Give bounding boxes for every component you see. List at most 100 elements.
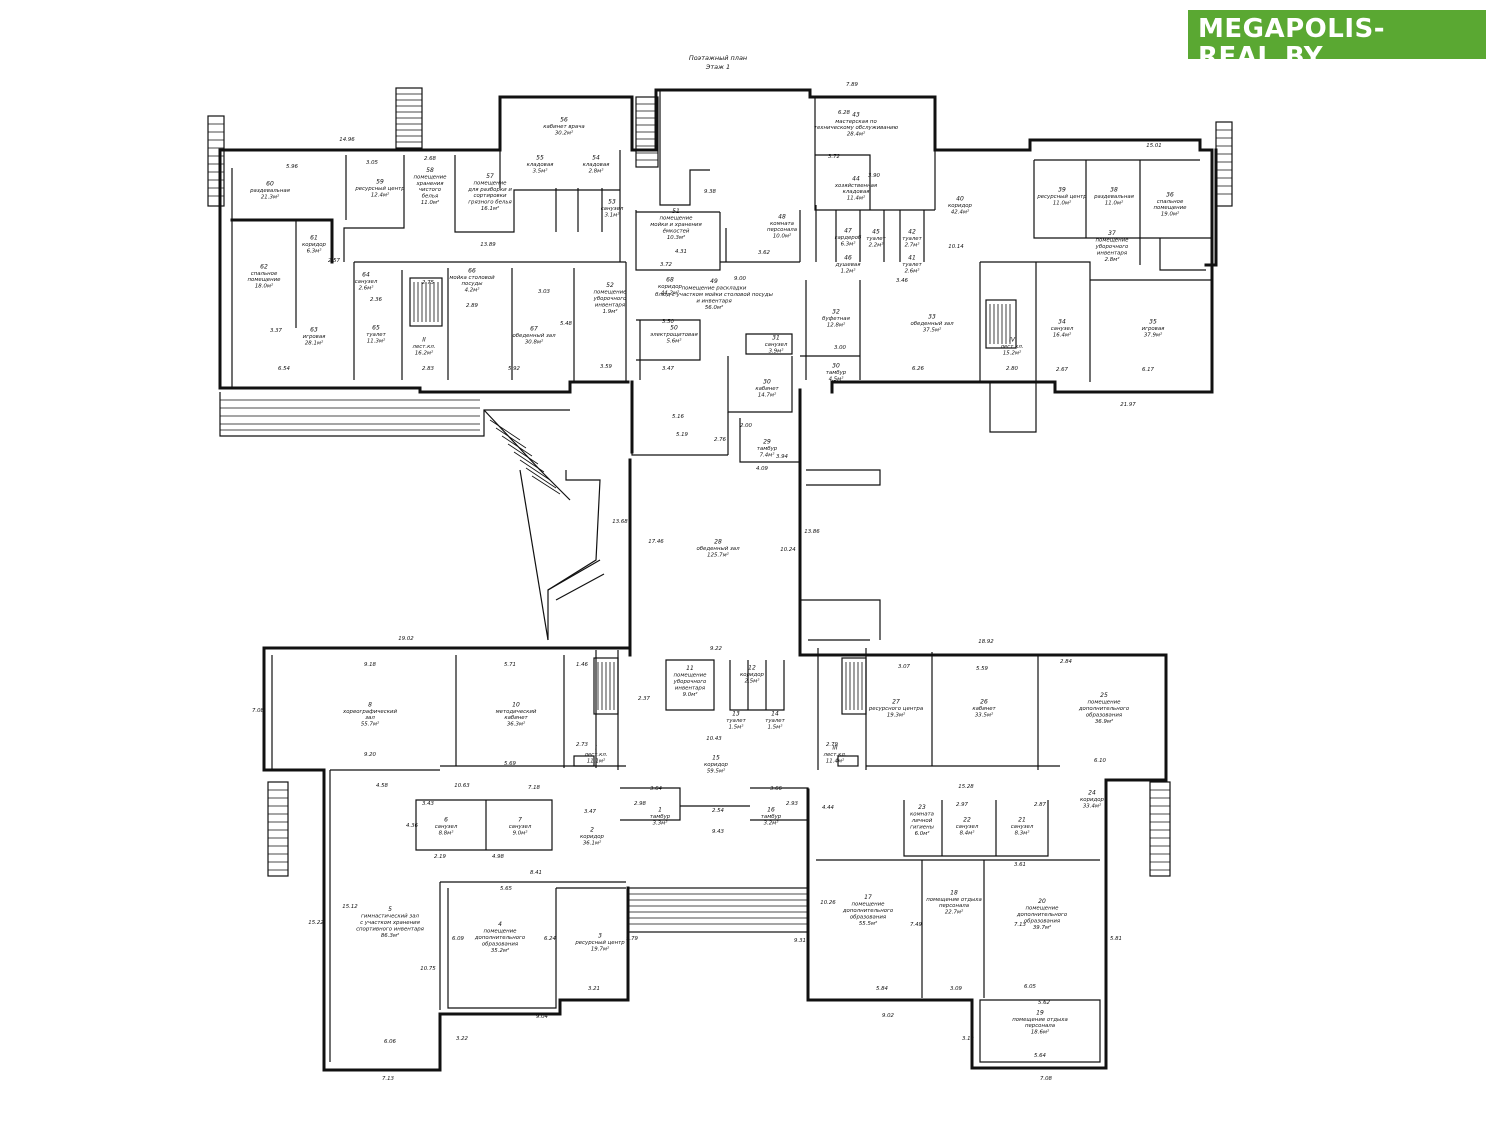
room-name-line: коридор xyxy=(704,762,729,768)
room-name-line: методический xyxy=(496,709,537,715)
room-number: 35 xyxy=(1149,319,1157,326)
room-area: 9.0м² xyxy=(513,829,529,836)
dimension-label: 7.13 xyxy=(1014,922,1027,928)
room-name-line: для разборки и xyxy=(467,187,512,193)
room-number: 58 xyxy=(426,167,434,174)
dimension-label: 9.20 xyxy=(364,752,377,758)
room-name-line: помещение xyxy=(1096,238,1130,244)
room-area: 4.5м² xyxy=(829,375,845,382)
room-number: 41 xyxy=(908,255,916,262)
room-area: 8.3м² xyxy=(1015,829,1031,836)
room-name-line: душевая xyxy=(835,262,862,268)
room-name-line: гардероб xyxy=(835,235,862,241)
room-name-line: кабинет врача xyxy=(543,124,584,130)
room-area: 37.9м² xyxy=(1144,331,1163,338)
room-name-line: коридор xyxy=(948,203,973,209)
room-name-line: помещение отдыха xyxy=(1012,1017,1068,1023)
room-number: 49 xyxy=(710,278,718,285)
room-number: 21 xyxy=(1018,817,1026,824)
room-name-line: помещение xyxy=(594,290,628,296)
room-name-line: чистого xyxy=(419,187,442,193)
room-number: 67 xyxy=(530,326,538,333)
dimension-label: 5.71 xyxy=(504,662,516,668)
room-number: 63 xyxy=(310,327,318,334)
site-banner[interactable]: MEGAPOLIS-REAL.BY портал о коммерческой … xyxy=(1188,10,1486,84)
room-area: 3.1м² xyxy=(605,211,621,218)
room-area: 28.1м² xyxy=(305,339,324,346)
north-stairs xyxy=(207,87,1233,501)
dimension-label: 6.09 xyxy=(452,936,465,942)
room-number: 34 xyxy=(1058,319,1066,326)
room-name-line: помещение xyxy=(248,277,282,283)
room-name-line: и инвентаря xyxy=(696,298,732,304)
room-number: 19 xyxy=(1036,1009,1044,1016)
room-name-line: туалет xyxy=(765,718,785,724)
room-name-line: помещение xyxy=(1026,906,1060,912)
room-name-line: лест.кл. xyxy=(584,752,608,758)
room-area: 1.5м² xyxy=(768,723,784,730)
room-area: 8.4м² xyxy=(960,829,976,836)
dimension-label: 3.19 xyxy=(962,1036,975,1042)
room-number: 31 xyxy=(772,335,780,342)
room-name-line: уборочного xyxy=(593,296,627,302)
room-name-line: мойки и хранения xyxy=(650,222,702,228)
room-area: 2.8м² xyxy=(1105,256,1121,263)
dimension-label: 9.43 xyxy=(712,829,725,835)
room-number: 22 xyxy=(963,817,971,824)
room-number: 37 xyxy=(1108,230,1116,237)
room-area: 12.4м² xyxy=(371,191,390,198)
room-number: 24 xyxy=(1088,790,1096,797)
dimension-label: 2.68 xyxy=(424,156,437,162)
dimension-label: 3.00 xyxy=(834,345,847,351)
room-area: 55.5м² xyxy=(859,920,878,927)
dimension-label: 3.62 xyxy=(758,250,771,256)
room-name-line: дополнительного xyxy=(842,908,894,914)
room-name-line: кладовая xyxy=(527,162,555,168)
room-area: 11.3м² xyxy=(367,337,386,344)
room-area: 22.7м² xyxy=(945,909,964,916)
room-name-line: обеденный зал xyxy=(910,321,954,327)
dimension-label: 6.05 xyxy=(1024,984,1037,990)
room-name-line: лест.кл. xyxy=(412,344,436,350)
room-area: 15.2м² xyxy=(1003,349,1022,356)
room-area: 11.0м² xyxy=(1105,199,1124,206)
room-area: 36.1м² xyxy=(583,839,602,846)
dimension-label: 14.96 xyxy=(339,137,355,143)
dimension-label: 3.43 xyxy=(422,801,435,807)
room-area: 3.2м² xyxy=(764,819,780,826)
plan-title: Поэтажный план xyxy=(689,54,747,62)
room-name-line: коридор xyxy=(302,242,327,248)
room-name-line: ёмкостей xyxy=(663,228,690,234)
dimension-label: 3.09 xyxy=(950,986,963,992)
room-number: 56 xyxy=(560,117,568,124)
dimension-label: 3.72 xyxy=(660,262,673,268)
room-number: 29 xyxy=(763,439,771,446)
room-area: 30.8м² xyxy=(525,338,544,345)
dimension-label: 13.68 xyxy=(612,519,628,525)
dimension-label: 5.64 xyxy=(1034,1053,1047,1059)
room-area: 7.4м² xyxy=(760,451,776,458)
room-number: 45 xyxy=(872,229,880,236)
room-number: 65 xyxy=(372,325,380,332)
room-name-line: раздевальная xyxy=(1093,194,1135,200)
